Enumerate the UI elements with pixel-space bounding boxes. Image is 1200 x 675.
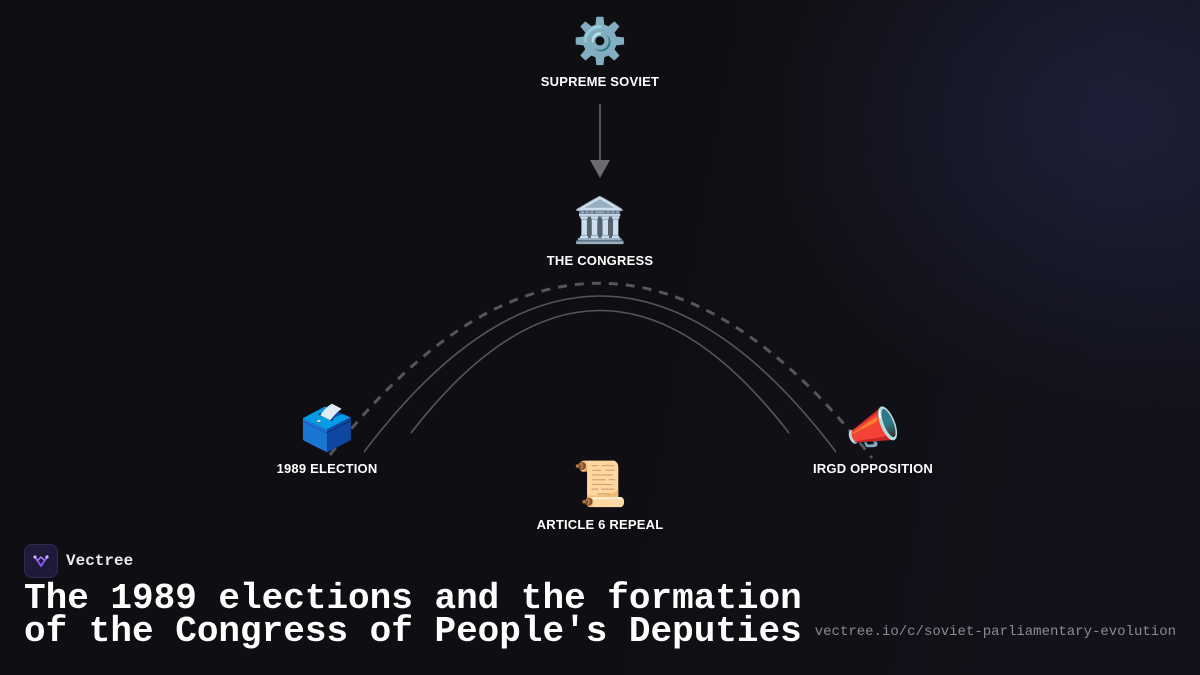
brand-name: Vectree [66,552,134,570]
page-title: The 1989 elections and the formation of … [24,578,824,652]
scroll-icon: 📜 [572,459,628,510]
node-label: ARTICLE 6 REPEAL [536,517,664,532]
edge-supreme-to-congress-arrowhead [590,160,610,178]
node-the-congress: 🏛️ THE CONGRESS [490,195,710,268]
node-1989-election: 🗳️ 1989 ELECTION [217,403,437,476]
classical-building-icon: 🏛️ [572,195,628,246]
source-url[interactable]: vectree.io/c/soviet-parliamentary-evolut… [814,624,1176,640]
vectree-logo-icon [24,544,58,578]
brand[interactable]: Vectree [24,544,133,578]
node-label: SUPREME SOVIET [540,74,660,89]
node-article-6-repeal: 📜 ARTICLE 6 REPEAL [490,459,710,532]
page-title-line-1: The 1989 elections and the formation [24,578,802,619]
edge-election-to-irgd-dashed [328,281,874,459]
node-label: IRGD OPPOSITION [812,461,933,476]
ballot-box-icon: 🗳️ [299,403,355,454]
megaphone-icon: 📣 [845,403,901,454]
edge-election-to-irgd-arc-outer [363,295,837,453]
node-supreme-soviet: ⚙️ SUPREME SOVIET [490,16,710,89]
edge-election-to-irgd-arc-inner [410,309,790,434]
node-irgd-opposition: 📣 IRGD OPPOSITION [763,403,983,476]
gear-icon: ⚙️ [572,16,628,67]
page-title-line-2: of the Congress of People's Deputies [24,611,802,652]
node-label: 1989 ELECTION [276,461,378,476]
node-label: THE CONGRESS [546,253,654,268]
